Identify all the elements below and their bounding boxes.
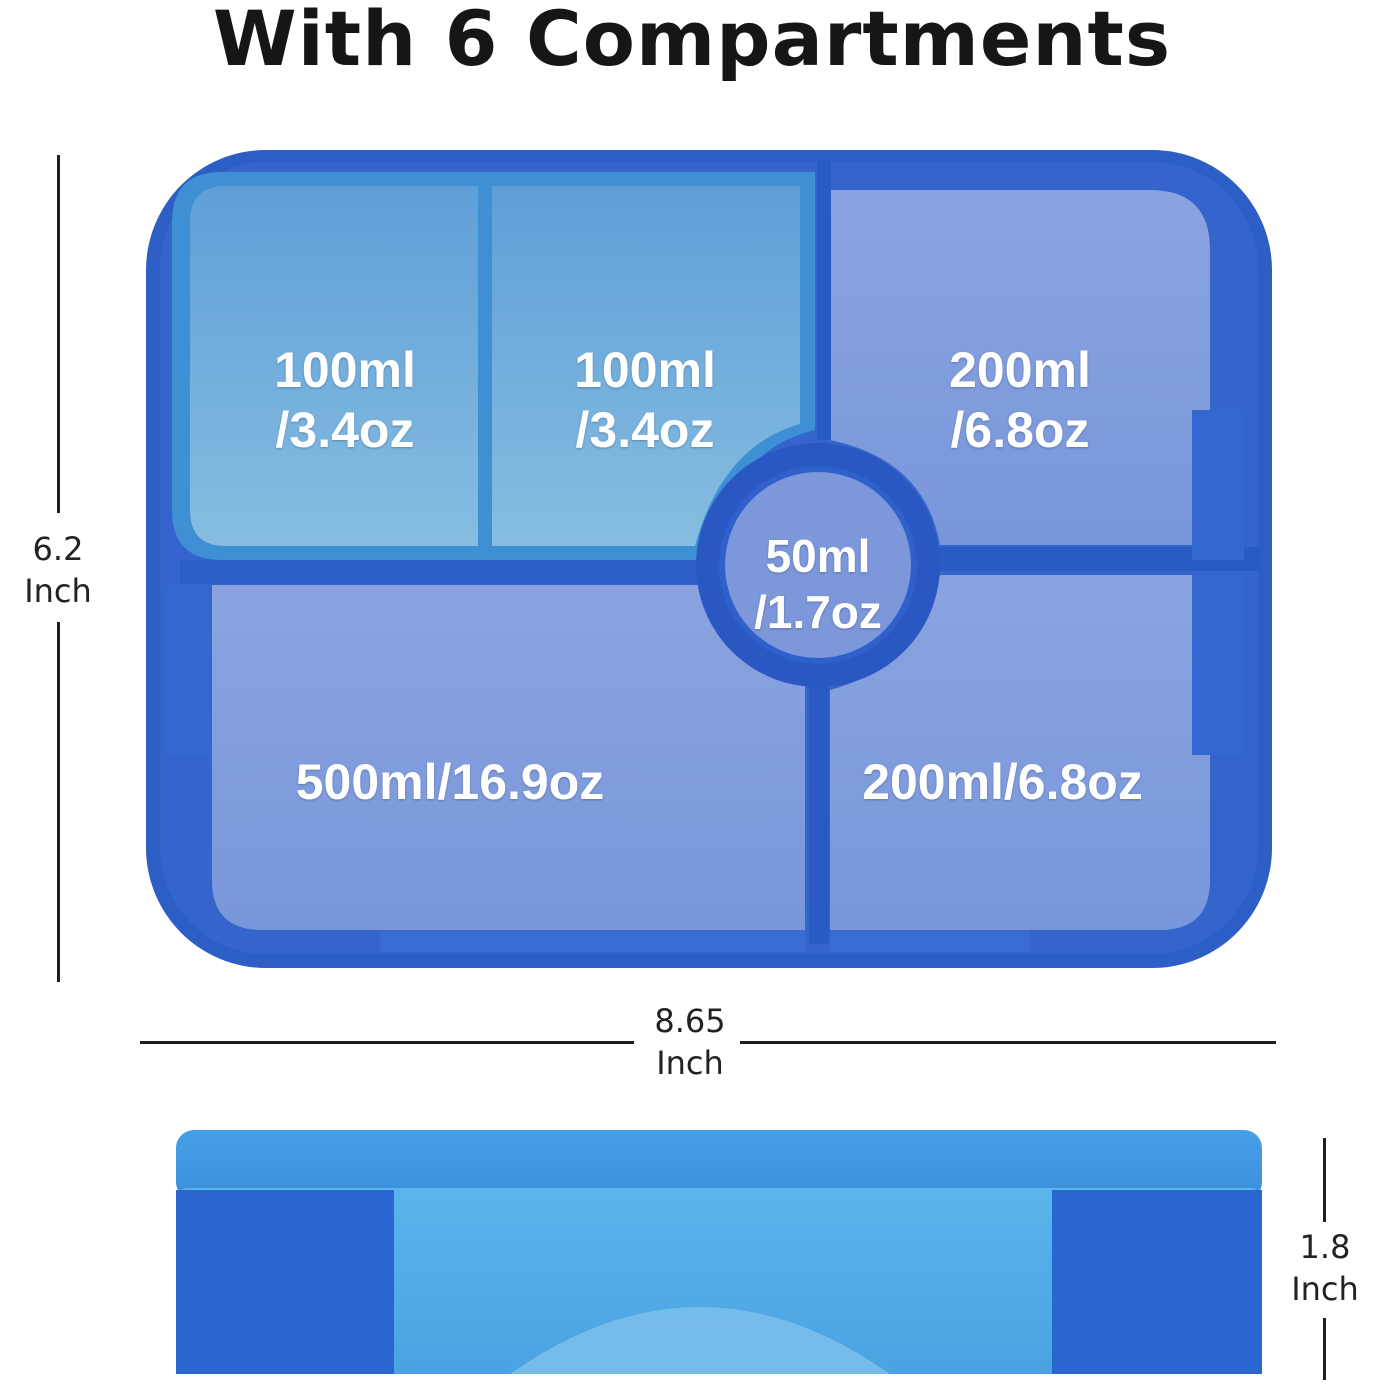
capacity-oz: /6.8oz [950,402,1090,458]
width-dimension-line-left [140,1041,634,1044]
page-title: With 6 Compartments [212,0,1172,83]
clip-bottom-left [380,930,805,952]
capacity-oz: /3.4oz [275,402,415,458]
insert-compartment-right [492,186,800,546]
capacity-oz: /1.7oz [754,586,882,638]
round-compartment-floor [722,469,914,661]
capacity-oz: /3.4oz [575,402,715,458]
divider-vertical-top [817,162,831,440]
width-dimension-line-right [740,1041,1276,1044]
height-dimension-line-bottom [57,622,60,982]
capacity-ml: 100ml [574,342,716,398]
width-unit: Inch [656,1044,724,1082]
label-compartment-round: 50ml /1.7oz [718,528,918,640]
side-view-body [176,1188,1262,1374]
capacity-ml: 100ml [274,342,416,398]
clip-left [165,585,210,755]
side-view-latch-left [176,1190,394,1374]
height-unit: Inch [24,572,92,610]
height-value: 6.2 [32,530,84,568]
label-compartment-large: 500ml/16.9oz [240,752,660,812]
label-compartment-top-left: 100ml /3.4oz [225,340,465,460]
side-view-latch-right [1052,1190,1262,1374]
capacity-ml: 200ml [949,342,1091,398]
depth-dimension-line-bottom [1323,1318,1326,1380]
height-dimension-label: 6.2 Inch [8,528,108,612]
width-value: 8.65 [654,1002,726,1040]
depth-unit: Inch [1291,1270,1359,1308]
compartment-top-right-floor [830,190,1210,545]
side-view-handle [510,1307,890,1374]
insert-compartment-left [190,186,478,546]
capacity-ml: 50ml [765,530,871,582]
divider-horizontal-left [180,560,700,584]
width-dimension-label: 8.65 Inch [636,1000,744,1084]
label-compartment-top-middle: 100ml /3.4oz [525,340,765,460]
capacity: 500ml/16.9oz [295,754,605,810]
round-compartment-edge [719,466,917,664]
compartment-bottom-right-floor [830,575,1210,930]
depth-dimension-line-top [1323,1138,1326,1222]
label-compartment-top-right: 200ml /6.8oz [900,340,1140,460]
divider-vertical-bottom [809,668,829,944]
clip-bottom-right [830,930,1030,952]
depth-dimension-label: 1.8 Inch [1278,1226,1372,1310]
clip-right-bottom [1192,575,1244,755]
depth-value: 1.8 [1299,1228,1351,1266]
side-view-lid [176,1130,1262,1200]
compartment-large-floor [212,585,805,930]
height-dimension-line-top [57,155,60,513]
capacity: 200ml/6.8oz [862,754,1143,810]
clip-right-top [1192,410,1244,560]
label-compartment-bottom-right: 200ml/6.8oz [830,752,1175,812]
